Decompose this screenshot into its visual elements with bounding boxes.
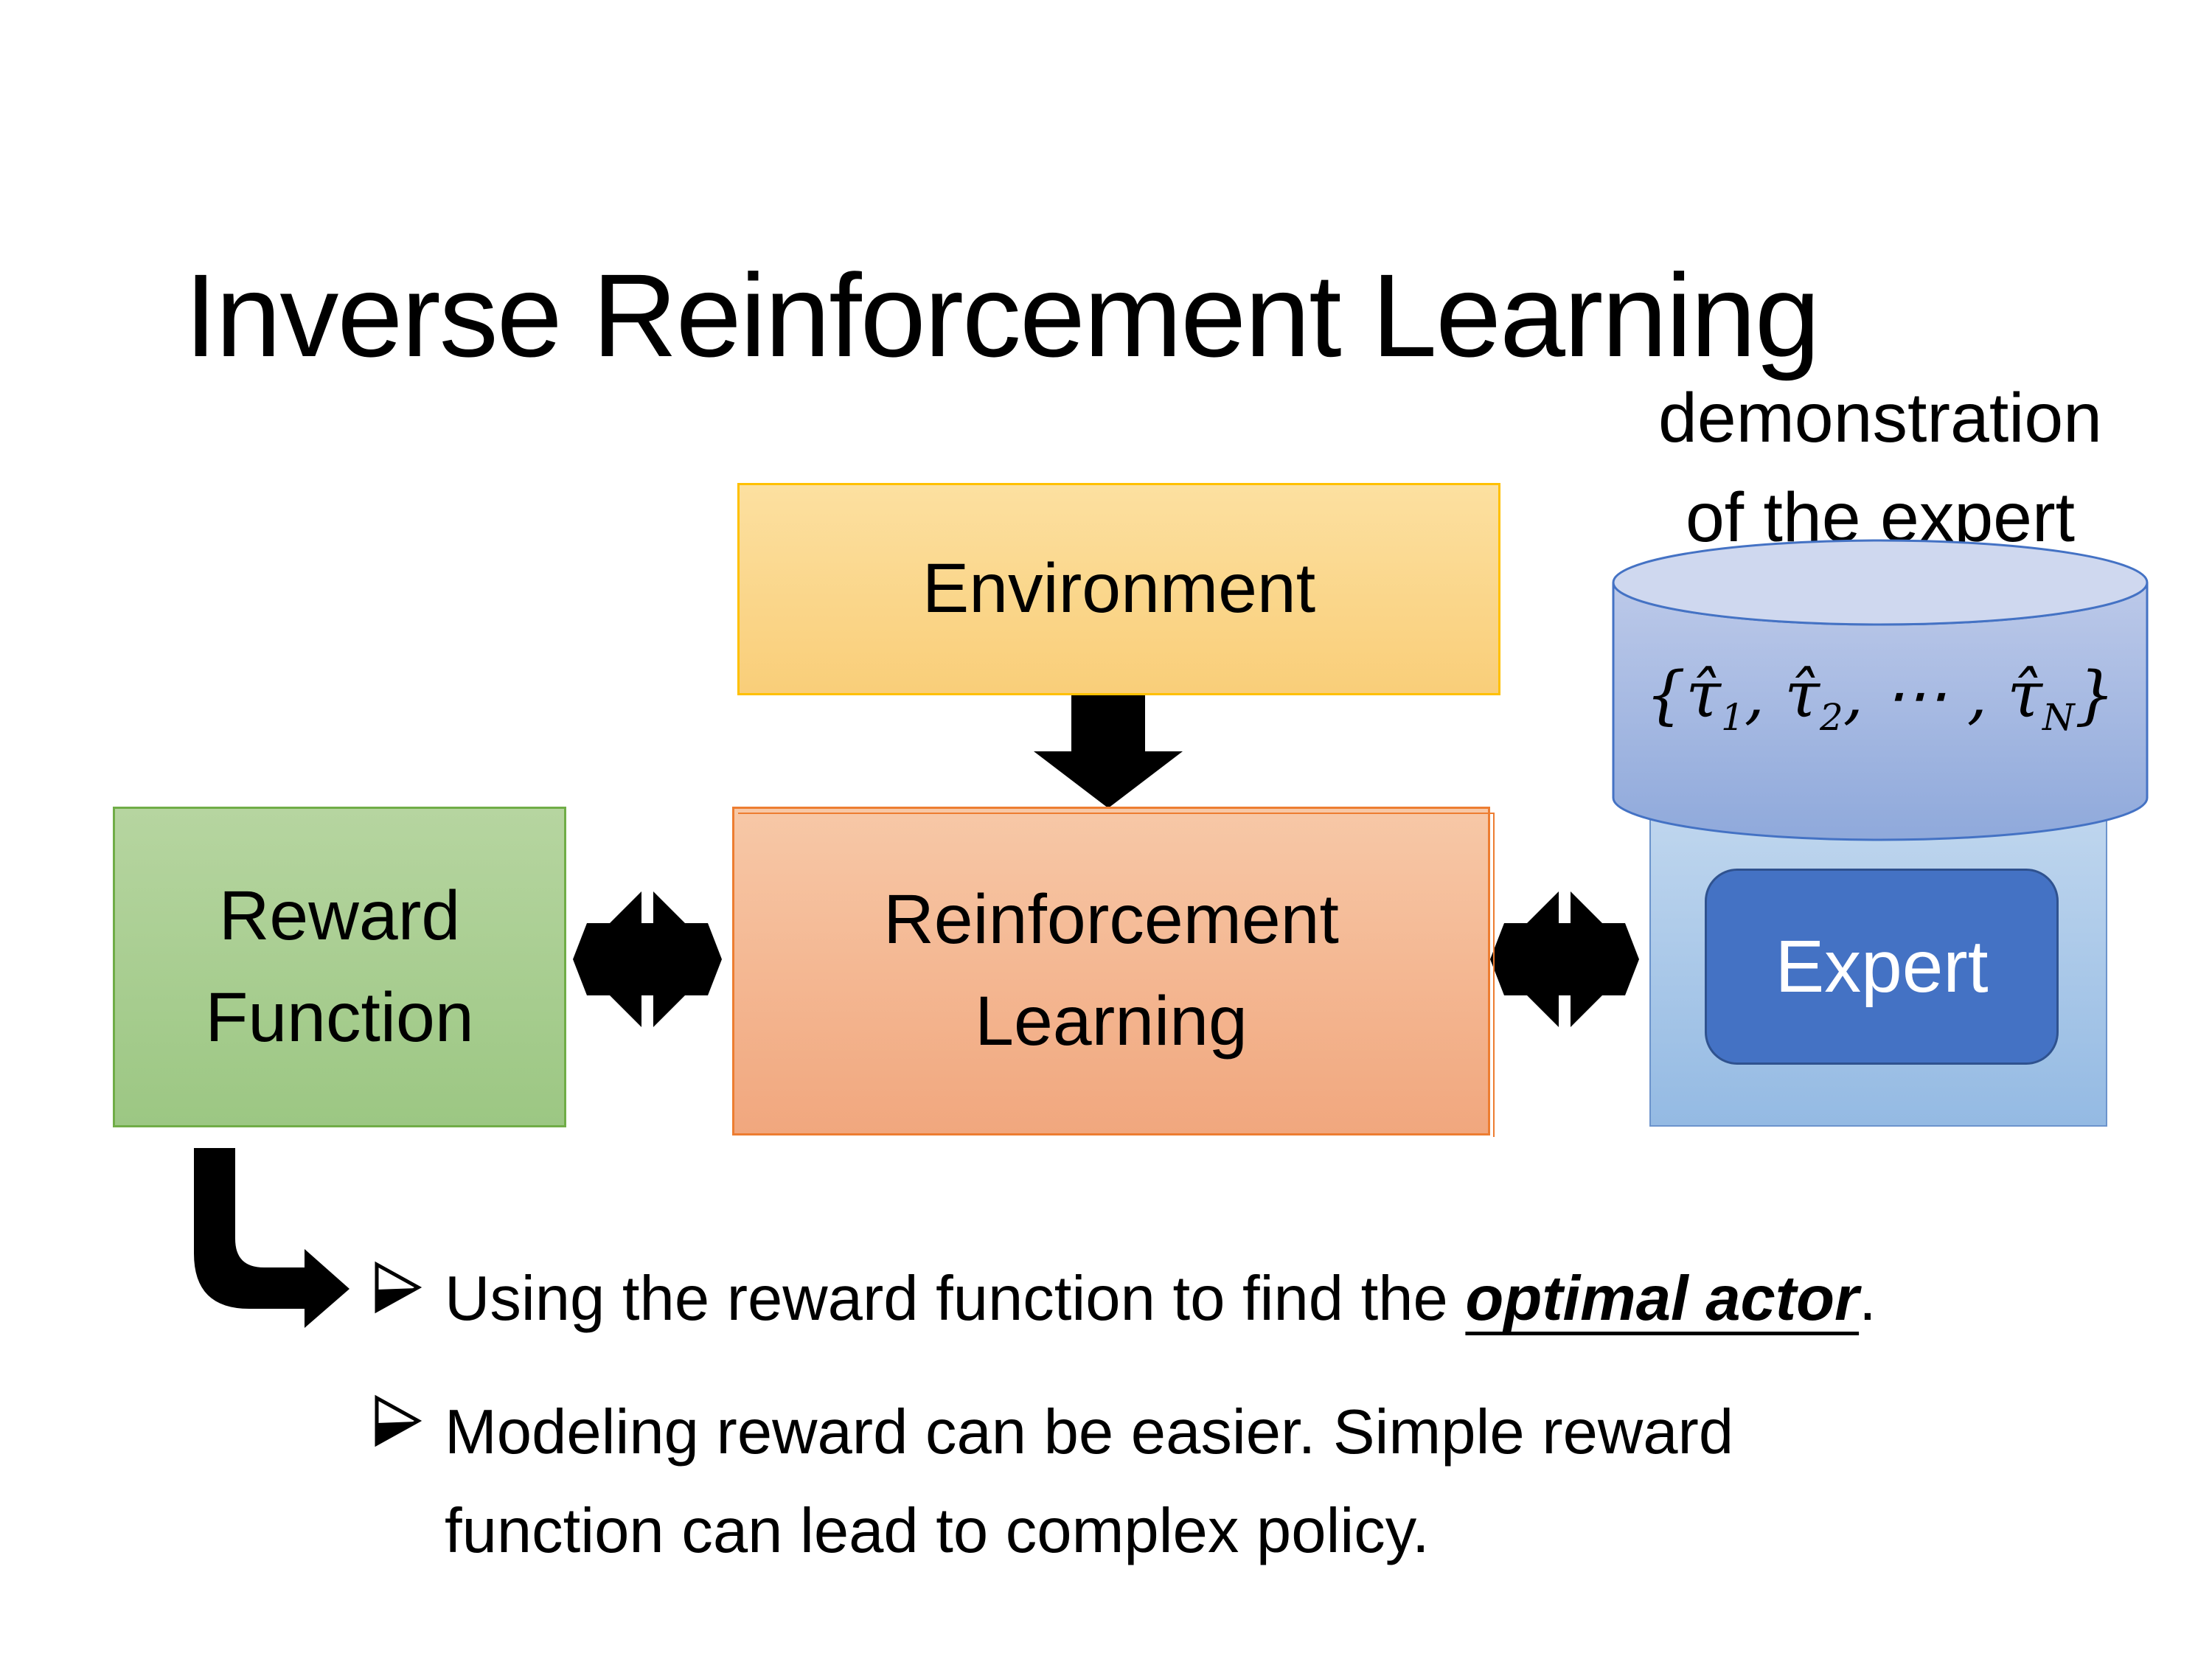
- double-arrow-icon: [573, 885, 722, 1034]
- reward-function-box: Reward Function: [113, 807, 566, 1127]
- expert-box: Expert: [1705, 869, 2059, 1065]
- reinforcement-learning-box: Reinforcement Learning: [732, 807, 1490, 1135]
- environment-label: Environment: [922, 549, 1316, 628]
- demonstration-label-line1: demonstration: [1658, 379, 2102, 457]
- arrowhead-bullet-icon: [375, 1261, 422, 1314]
- reward-function-label: Reward Function: [205, 876, 474, 1057]
- reinforcement-learning-label: Reinforcement Learning: [883, 880, 1339, 1060]
- optimal-actor-emphasis: optimal actor: [1465, 1264, 1860, 1334]
- bullet-text: Using the reward function to find the op…: [445, 1264, 1877, 1334]
- demonstration-label: demonstration of the expert: [1585, 369, 2175, 568]
- bent-arrow-icon: [194, 1148, 349, 1328]
- double-arrow-icon: [1490, 885, 1639, 1034]
- database-cylinder-icon: [1612, 539, 2149, 841]
- bullet-item: Modeling reward can be easier. Simple re…: [374, 1383, 2129, 1582]
- down-arrow-icon: [1034, 695, 1183, 808]
- bullet-item: Using the reward function to find the op…: [374, 1250, 2129, 1349]
- expert-label: Expert: [1775, 925, 1989, 1008]
- bullet-text: Modeling reward can be easier. Simple re…: [445, 1397, 1734, 1567]
- page-title: Inverse Reinforcement Learning: [184, 249, 1820, 382]
- environment-box: Environment: [737, 483, 1500, 695]
- arrowhead-bullet-icon: [375, 1394, 422, 1447]
- trajectory-set-formula: {τ̂1, τ̂2, ⋯ , τ̂N}: [1645, 658, 2115, 740]
